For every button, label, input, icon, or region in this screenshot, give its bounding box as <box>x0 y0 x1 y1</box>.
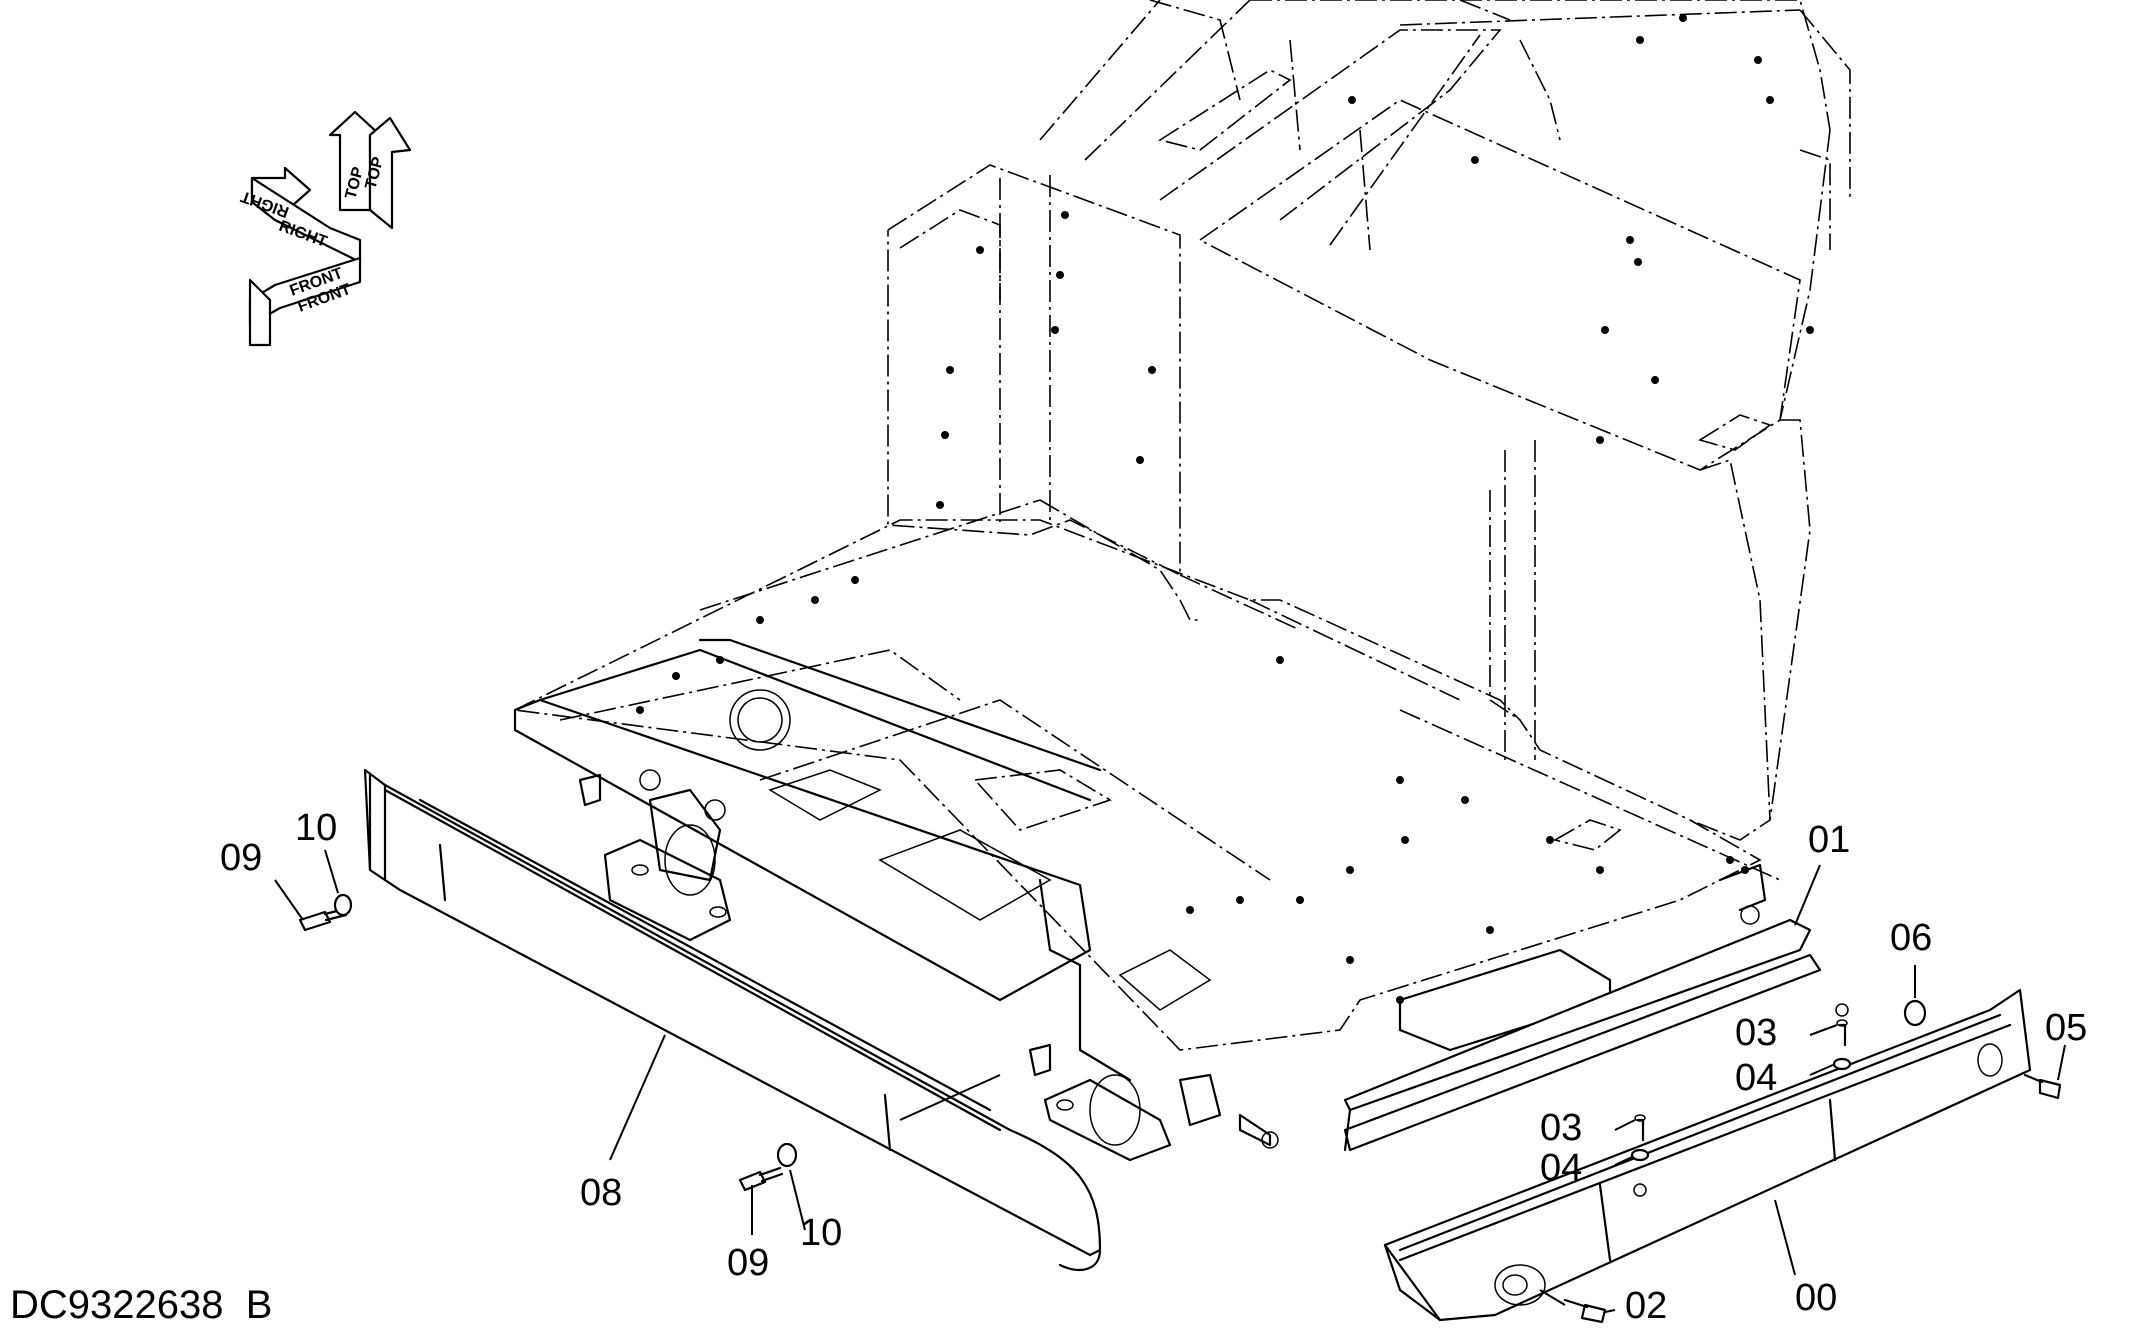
part-01-bracket <box>1343 918 1822 1152</box>
front-cross-member <box>513 638 1212 1082</box>
fasteners <box>298 893 2062 1324</box>
part-00-bumper <box>1383 988 2032 1322</box>
callout-10-left: 10 <box>295 807 337 849</box>
washer-10-bottom-icon <box>776 1142 798 1168</box>
leader-lines <box>274 849 2066 1313</box>
callout-09-left: 09 <box>220 837 262 879</box>
callout-04-lower: 04 <box>1540 1147 1582 1189</box>
callout-08: 08 <box>580 1172 622 1214</box>
engine-mount-left <box>578 769 732 942</box>
orientation-indicator: TOP TOP RIGHT RIGHT FRONT FRONT <box>239 110 412 347</box>
callout-01: 01 <box>1808 819 1850 861</box>
upper-frame-outline <box>514 0 1851 1051</box>
part-08-cover <box>363 768 1102 1272</box>
callout-03-lower: 03 <box>1540 1107 1582 1149</box>
floor-openings <box>973 69 1772 851</box>
washer-04-upper-icon <box>1832 1057 1852 1071</box>
callout-03-upper: 03 <box>1735 1012 1777 1054</box>
callout-09-bottom: 09 <box>727 1242 769 1284</box>
callout-10-bottom: 10 <box>800 1212 842 1254</box>
callout-05: 05 <box>2045 1007 2087 1049</box>
engine-mount-right <box>1028 1043 1279 1162</box>
callout-02: 02 <box>1625 1285 1667 1323</box>
callout-labels: 09 10 08 09 10 01 06 05 03 04 03 04 00 0… <box>220 807 2087 1327</box>
bolt-03-upper-icon <box>1836 1019 1848 1047</box>
bolt-05-icon <box>2023 1073 2062 1100</box>
callout-04-upper: 04 <box>1735 1057 1777 1099</box>
spacer-06-icon <box>1903 999 1927 1027</box>
washer-04-lower-icon <box>1630 1148 1650 1162</box>
frame-holes <box>636 14 1814 1004</box>
bolt-03-lower-icon <box>1634 1114 1646 1142</box>
callout-06: 06 <box>1890 917 1932 959</box>
drawing-reference-code: DC9322638_B <box>10 1283 272 1323</box>
bolt-02-icon <box>1563 1298 1607 1324</box>
callout-00: 00 <box>1795 1277 1837 1319</box>
washer-10-left-icon <box>333 893 353 917</box>
bolt-09-bottom-icon <box>738 1166 784 1192</box>
